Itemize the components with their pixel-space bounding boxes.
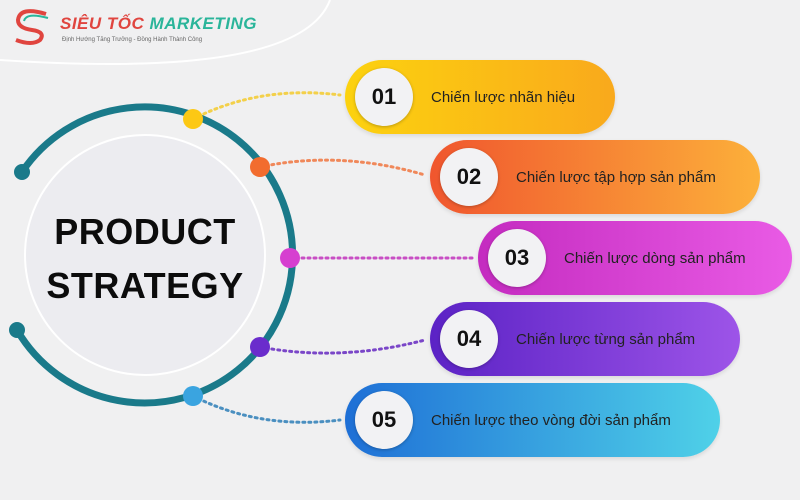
item-label: Chiến lược tập hợp sản phẩm [516, 168, 716, 186]
item-number-badge: 01 [355, 68, 413, 126]
center-circle [24, 134, 266, 376]
item-number-badge: 03 [488, 229, 546, 287]
connector-02 [258, 158, 427, 177]
logo-brand-part1: SIÊU TỐC [60, 14, 145, 33]
ring-end-dot [14, 164, 30, 180]
node-dot-01 [183, 109, 203, 129]
strategy-item-01: 01 Chiến lược nhãn hiệu [345, 60, 615, 134]
node-dot-04 [250, 337, 270, 357]
node-dot-05 [183, 386, 203, 406]
item-label: Chiến lược dòng sản phẩm [564, 249, 746, 267]
logo-tagline: Định Hướng Tăng Trưởng - Đồng Hành Thành… [62, 37, 203, 43]
logo-brand-part2: MARKETING [149, 14, 257, 33]
strategy-item-05: 05 Chiến lược theo vòng đời sản phẩm [345, 383, 720, 457]
connector-04 [258, 338, 427, 355]
item-number-badge: 05 [355, 391, 413, 449]
center-title: PRODUCT STRATEGY [25, 205, 265, 313]
item-label: Chiến lược nhãn hiệu [431, 88, 576, 106]
decorative-curve [0, 0, 331, 65]
strategy-item-04: 04 Chiến lược từng sản phẩm [430, 302, 740, 376]
strategy-item-02: 02 Chiến lược tập hợp sản phẩm [430, 140, 760, 214]
node-dot-03 [280, 248, 300, 268]
connector-01 [191, 91, 342, 121]
item-number-badge: 02 [440, 148, 498, 206]
brand-logo: SIÊU TỐC MARKETING Định Hướng Tăng Trưởn… [10, 6, 256, 46]
logo-s-icon [15, 9, 49, 45]
node-dot-02 [250, 157, 270, 177]
item-label: Chiến lược theo vòng đời sản phẩm [431, 411, 671, 429]
connector-05 [191, 394, 342, 424]
title-line1: PRODUCT [54, 211, 236, 252]
item-number-badge: 04 [440, 310, 498, 368]
item-label: Chiến lược từng sản phẩm [516, 330, 696, 348]
title-line2: STRATEGY [46, 265, 244, 306]
ring-end-dot [9, 322, 25, 338]
strategy-item-03: 03 Chiến lược dòng sản phẩm [478, 221, 792, 295]
